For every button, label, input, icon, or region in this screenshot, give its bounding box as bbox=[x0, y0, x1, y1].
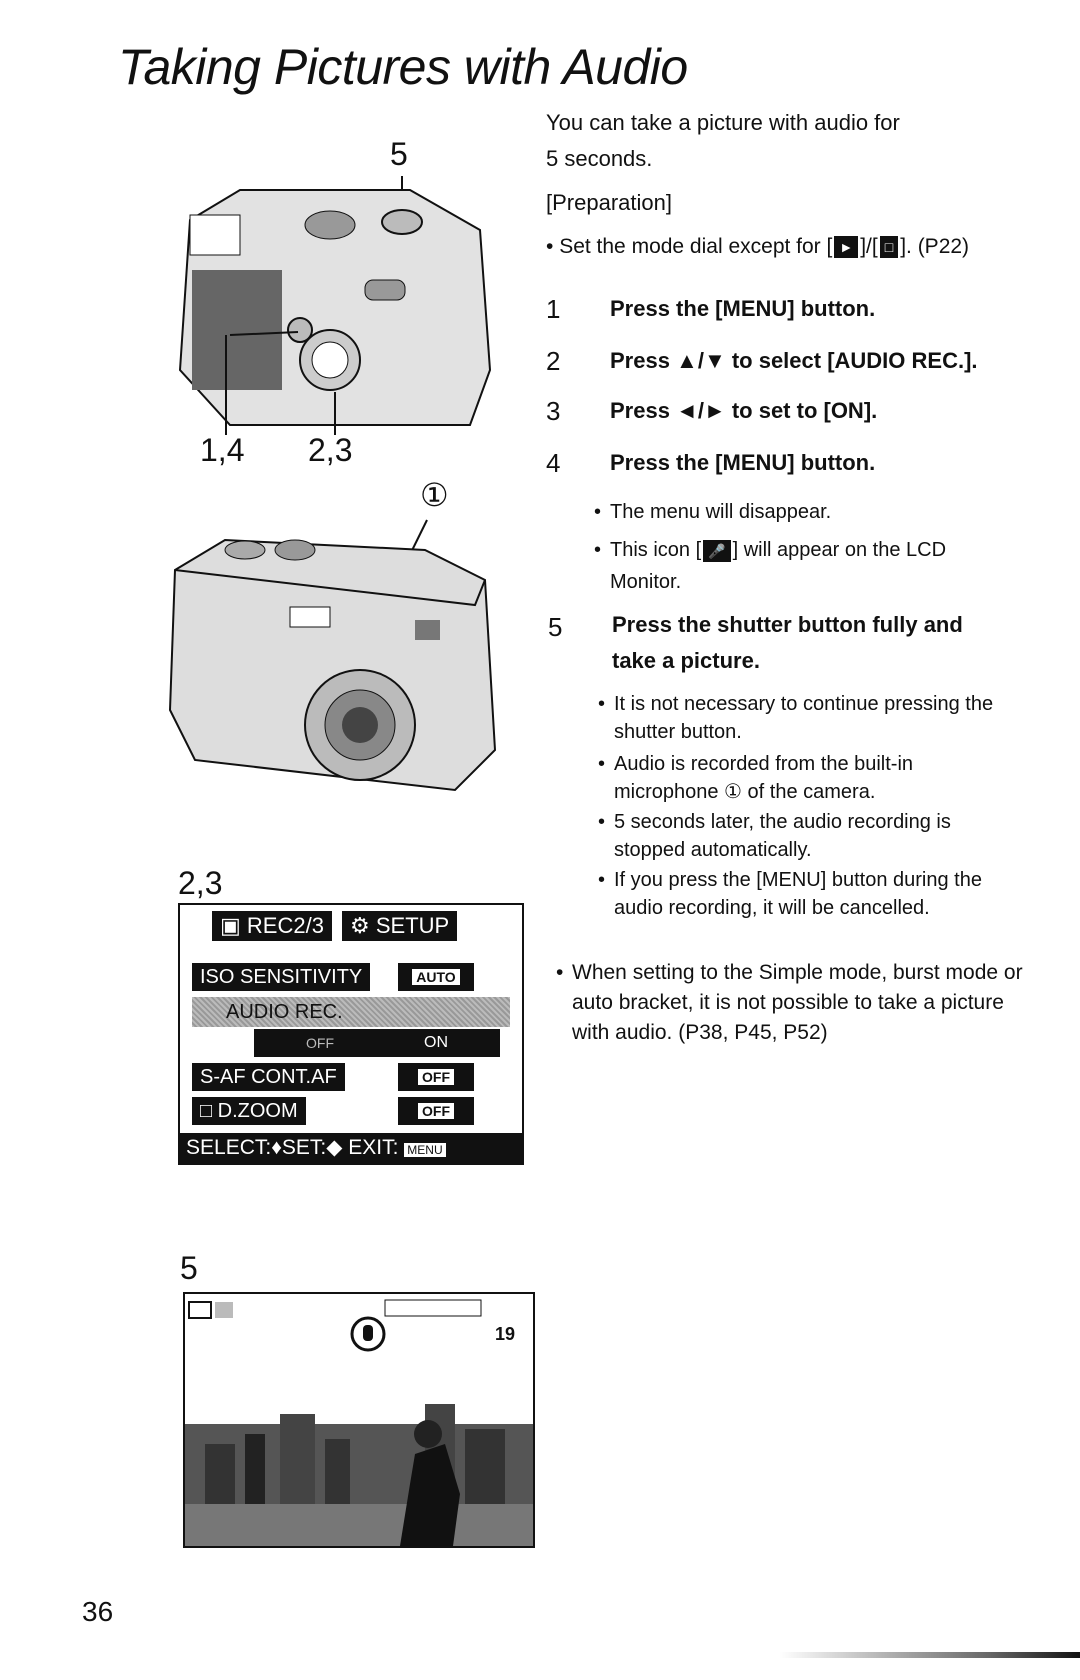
step-4-bullet-2-pre: This icon [ bbox=[610, 539, 702, 561]
preparation-bullet: • Set the mode dial except for [►]/[□]. … bbox=[546, 235, 970, 259]
step-4-bullet-2: •This icon [🎤] will appear on the LCD bbox=[594, 539, 947, 562]
camera-illustration-top bbox=[178, 176, 492, 435]
step-5-bullet-1-l1: It is not necessary to continue pressing… bbox=[614, 693, 994, 715]
lcd-screen: 19 bbox=[183, 1292, 535, 1548]
step-5-bullet-4: •If you press the [MENU] button during t… bbox=[598, 869, 982, 919]
audio-rec-off: OFF bbox=[306, 1035, 334, 1051]
prep-text-post: ]. (P22) bbox=[900, 235, 970, 258]
step-4-bullet-2-line2: Monitor. bbox=[610, 571, 682, 593]
step-4-bullet-2-post: ] will appear on the LCD bbox=[732, 539, 947, 561]
step-5-bullet-3: •5 seconds later, the audio recording is… bbox=[598, 811, 951, 861]
note-line3: with audio. (P38, P45, P52) bbox=[572, 1021, 828, 1044]
dzoom-value-text: OFF bbox=[418, 1103, 454, 1119]
camera-illustration-front bbox=[168, 519, 497, 792]
audio-rec-highlight bbox=[192, 997, 510, 1027]
menu-item-iso: ISO SENSITIVITY bbox=[192, 963, 371, 991]
iso-value: AUTO bbox=[398, 963, 474, 991]
menu-item-audio-rec: AUDIO REC. bbox=[226, 1001, 343, 1023]
step-3-number: 3 bbox=[546, 396, 561, 426]
menu-footer-text: SELECT:♦SET:◆ EXIT: bbox=[186, 1136, 399, 1159]
step-2-number: 2 bbox=[546, 346, 561, 376]
callout-microphone: ① bbox=[420, 477, 449, 513]
step-1-number: 1 bbox=[546, 294, 561, 324]
menu-key: MENU bbox=[404, 1143, 446, 1157]
step-3-text: Press ◄/► to set to [ON]. bbox=[610, 398, 878, 423]
tab-rec-label: REC2/3 bbox=[246, 913, 324, 938]
step-5-bullet-4-l2: audio recording, it will be cancelled. bbox=[614, 897, 930, 919]
iso-value-text: AUTO bbox=[412, 969, 460, 985]
step-4-text: Press the [MENU] button. bbox=[610, 450, 876, 475]
tab-setup-label: SETUP bbox=[375, 913, 450, 938]
step-5-bullet-3-l2: stopped automatically. bbox=[614, 839, 812, 861]
page-number: 36 bbox=[82, 1596, 114, 1627]
step-5-text-line1: Press the shutter button fully and bbox=[612, 612, 963, 637]
intro-line2: 5 seconds. bbox=[546, 146, 653, 171]
note-line2: auto bracket, it is not possible to take… bbox=[572, 991, 1004, 1014]
callout-menu: 1,4 bbox=[200, 432, 245, 468]
step-4-bullet-1: •The menu will disappear. bbox=[594, 501, 832, 523]
step-5-bullet-4-l1: If you press the [MENU] button during th… bbox=[614, 869, 982, 891]
audio-rec-on: ON bbox=[424, 1034, 448, 1051]
menu-screen: ▣ REC2/3 ⚙ SETUP ISO SENSITIVITY AUTO AU… bbox=[178, 903, 524, 1165]
step-5-bullet-1-l2: shutter button. bbox=[614, 721, 742, 743]
audio-rec-options bbox=[254, 1029, 500, 1057]
shot-count: 19 bbox=[495, 1324, 516, 1344]
note-line1: When setting to the Simple mode, burst m… bbox=[572, 961, 1023, 984]
step-4-bullet-1-text: The menu will disappear. bbox=[610, 501, 832, 523]
cont-af-value-text: OFF bbox=[418, 1069, 454, 1085]
step-5-text-line2: take a picture. bbox=[612, 648, 760, 673]
step-5-bullet-3-l1: 5 seconds later, the audio recording is bbox=[614, 811, 951, 833]
lcd-scene-illustration bbox=[185, 1299, 533, 1546]
step-5-bullet-2-l2: microphone ① of the camera. bbox=[614, 781, 876, 803]
audio-icon: 🎤 bbox=[703, 539, 731, 562]
dzoom-label: D.ZOOM bbox=[217, 1100, 298, 1122]
step-4-number: 4 bbox=[546, 448, 561, 478]
menu-footer: SELECT:♦SET:◆ EXIT: MENU bbox=[180, 1133, 522, 1163]
menu-figure-label: 2,3 bbox=[178, 865, 223, 901]
note-bullet: •When setting to the Simple mode, burst … bbox=[556, 961, 1023, 1044]
preparation-label: [Preparation] bbox=[546, 190, 672, 215]
callout-cursor: 2,3 bbox=[308, 432, 353, 468]
step-1-text: Press the [MENU] button. bbox=[610, 296, 876, 321]
step-5-bullet-2-l1: Audio is recorded from the built-in bbox=[614, 753, 914, 775]
dzoom-value: OFF bbox=[398, 1097, 474, 1125]
menu-item-cont-af: S-AF CONT.AF bbox=[192, 1063, 345, 1091]
step-5-bullet-1: •It is not necessary to continue pressin… bbox=[598, 693, 994, 743]
scan-edge bbox=[780, 1652, 1080, 1658]
lcd-figure-label: 5 bbox=[180, 1250, 198, 1286]
step-5-number: 5 bbox=[548, 612, 563, 642]
intro-line1: You can take a picture with audio for bbox=[546, 110, 900, 135]
tab-setup: ⚙ SETUP bbox=[342, 911, 458, 941]
step-2-text: Press ▲/▼ to select [AUDIO REC.]. bbox=[610, 348, 978, 373]
cont-af-value: OFF bbox=[398, 1063, 474, 1091]
playback-mode-icon: ► bbox=[834, 236, 859, 259]
print-mode-icon: □ bbox=[879, 236, 899, 259]
tab-rec: ▣ REC2/3 bbox=[212, 911, 332, 941]
prep-text-sep: ]/[ bbox=[860, 235, 878, 258]
prep-text-pre: Set the mode dial except for [ bbox=[559, 235, 833, 258]
callout-shutter: 5 bbox=[390, 136, 408, 172]
page-title: Taking Pictures with Audio bbox=[118, 39, 688, 95]
menu-item-dzoom: □ D.ZOOM bbox=[192, 1097, 306, 1125]
